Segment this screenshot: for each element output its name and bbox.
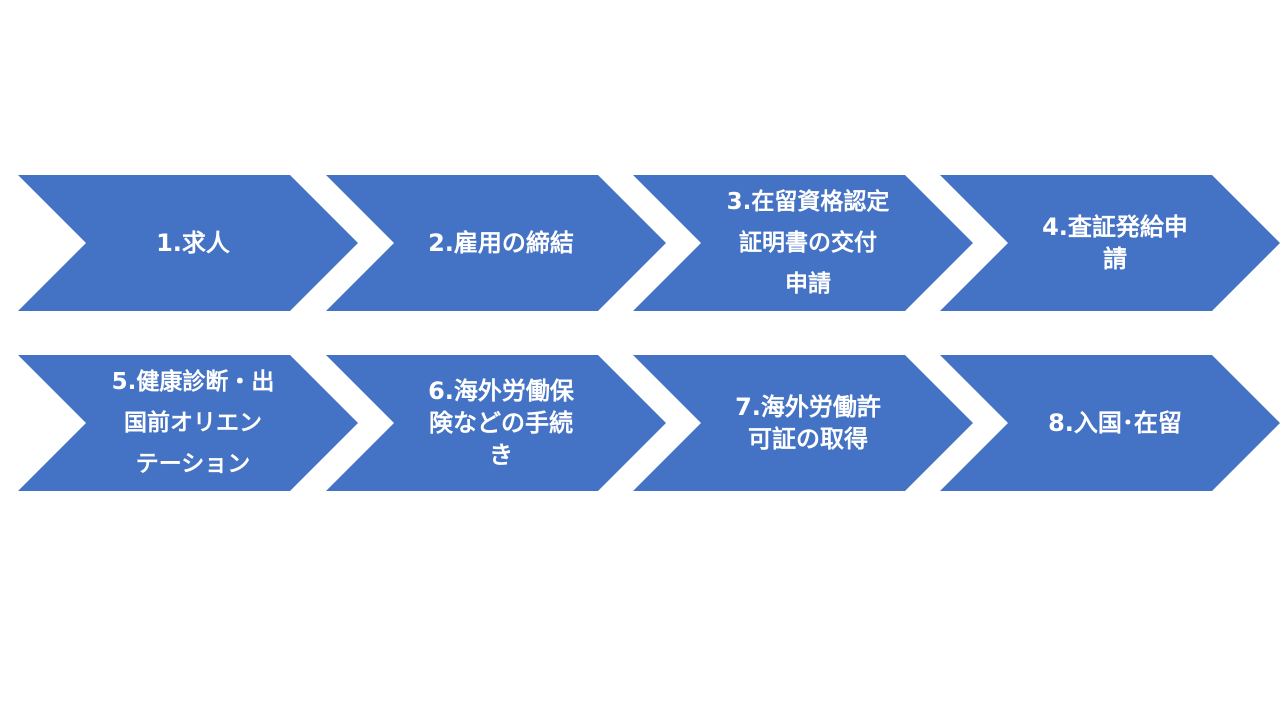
chevron-arrow-icon — [326, 175, 666, 311]
chevron-arrow-icon — [940, 175, 1280, 311]
step-1-label: 1.求人 — [156, 229, 230, 257]
step-3-label: 3.在留資格認定 証明書の交付 申請 — [726, 188, 890, 297]
step-4-label: 4.査証発給申 請 — [1042, 213, 1188, 273]
step-8-label: 8.入国･在留 — [1048, 409, 1182, 437]
chevron-arrow-icon — [940, 355, 1280, 491]
step-3-chevron: 3.在留資格認定 証明書の交付 申請 — [633, 175, 973, 311]
chevron-arrow-icon — [326, 355, 666, 491]
step-4-chevron: 4.査証発給申 請 — [940, 175, 1280, 311]
step-5-chevron: 5.健康診断・出 国前オリエン テーション — [18, 355, 358, 491]
chevron-arrow-icon — [18, 355, 358, 491]
chevron-arrow-icon — [633, 355, 973, 491]
step-1-chevron: 1.求人 — [18, 175, 358, 311]
step-5-label: 5.健康診断・出 国前オリエン テーション — [111, 368, 275, 477]
step-8-chevron: 8.入国･在留 — [940, 355, 1280, 491]
step-6-chevron: 6.海外労働保 険などの手続 き — [326, 355, 666, 491]
step-7-label: 7.海外労働許 可証の取得 — [735, 393, 881, 453]
step-2-label: 2.雇用の締結 — [428, 229, 574, 257]
step-7-chevron: 7.海外労働許 可証の取得 — [633, 355, 973, 491]
chevron-arrow-icon — [633, 175, 973, 311]
step-2-chevron: 2.雇用の締結 — [326, 175, 666, 311]
step-6-label: 6.海外労働保 険などの手続 き — [428, 377, 574, 469]
chevron-arrow-icon — [18, 175, 358, 311]
